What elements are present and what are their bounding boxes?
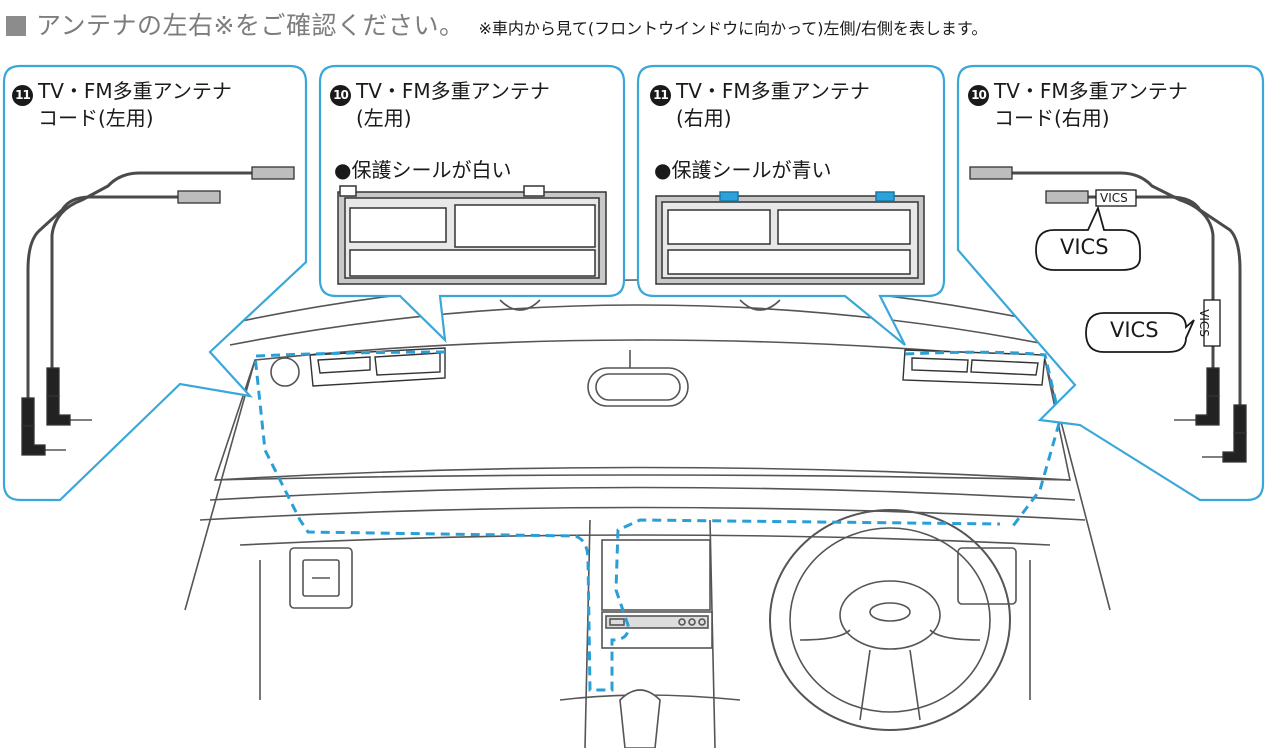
vics-bubble-upper: VICS [1060,235,1109,259]
white-seal-note: ●保護シールが白い [334,158,512,182]
panel-title-line2: (右用) [676,106,732,130]
number-badge: 10 [330,85,351,106]
panel-title-line2: コード(左用) [38,106,154,130]
blue-seal-note: ●保護シールが青い [654,158,832,182]
heading-note: ※車内から見て(フロントウインドウに向かって)左側/右側を表します。 [478,19,988,38]
right-antenna-on-windshield [902,349,1046,386]
page-heading: アンテナの左右※をご確認ください。 ※車内から見て(フロントウインドウに向かって… [6,6,987,42]
vics-tag-horizontal: VICS [1100,191,1128,205]
number-badge: 11 [12,85,33,106]
left-cord-connectors [21,166,295,456]
panel-title-line1: TV・FM多重アンテナ [994,79,1188,103]
right-antenna-cord [1012,171,1242,410]
left-antenna-on-windshield [309,347,446,387]
right-antenna-detail [655,191,925,285]
vics-callouts [1035,189,1221,353]
cable-route [253,350,1062,692]
panel-title-line1: TV・FM多重アンテナ [38,79,232,103]
panel-title-line1: TV・FM多重アンテナ [676,79,870,103]
left-antenna-detail [337,185,607,285]
number-badge: 10 [968,85,989,106]
panel-title-line2: (左用) [356,106,412,130]
left-antenna-cord [26,171,252,410]
square-bullet-icon [6,16,26,36]
right-cord-connectors [969,166,1247,463]
vics-bubble-lower: VICS [1110,318,1159,342]
panel-title-line2: コード(右用) [994,106,1110,130]
number-badge: 11 [650,85,671,106]
panel-title-line1: TV・FM多重アンテナ [356,79,550,103]
heading-main: アンテナの左右※をご確認ください。 [36,11,465,40]
car-body [184,279,1111,748]
vics-tag-vertical: VICS [1196,309,1211,337]
